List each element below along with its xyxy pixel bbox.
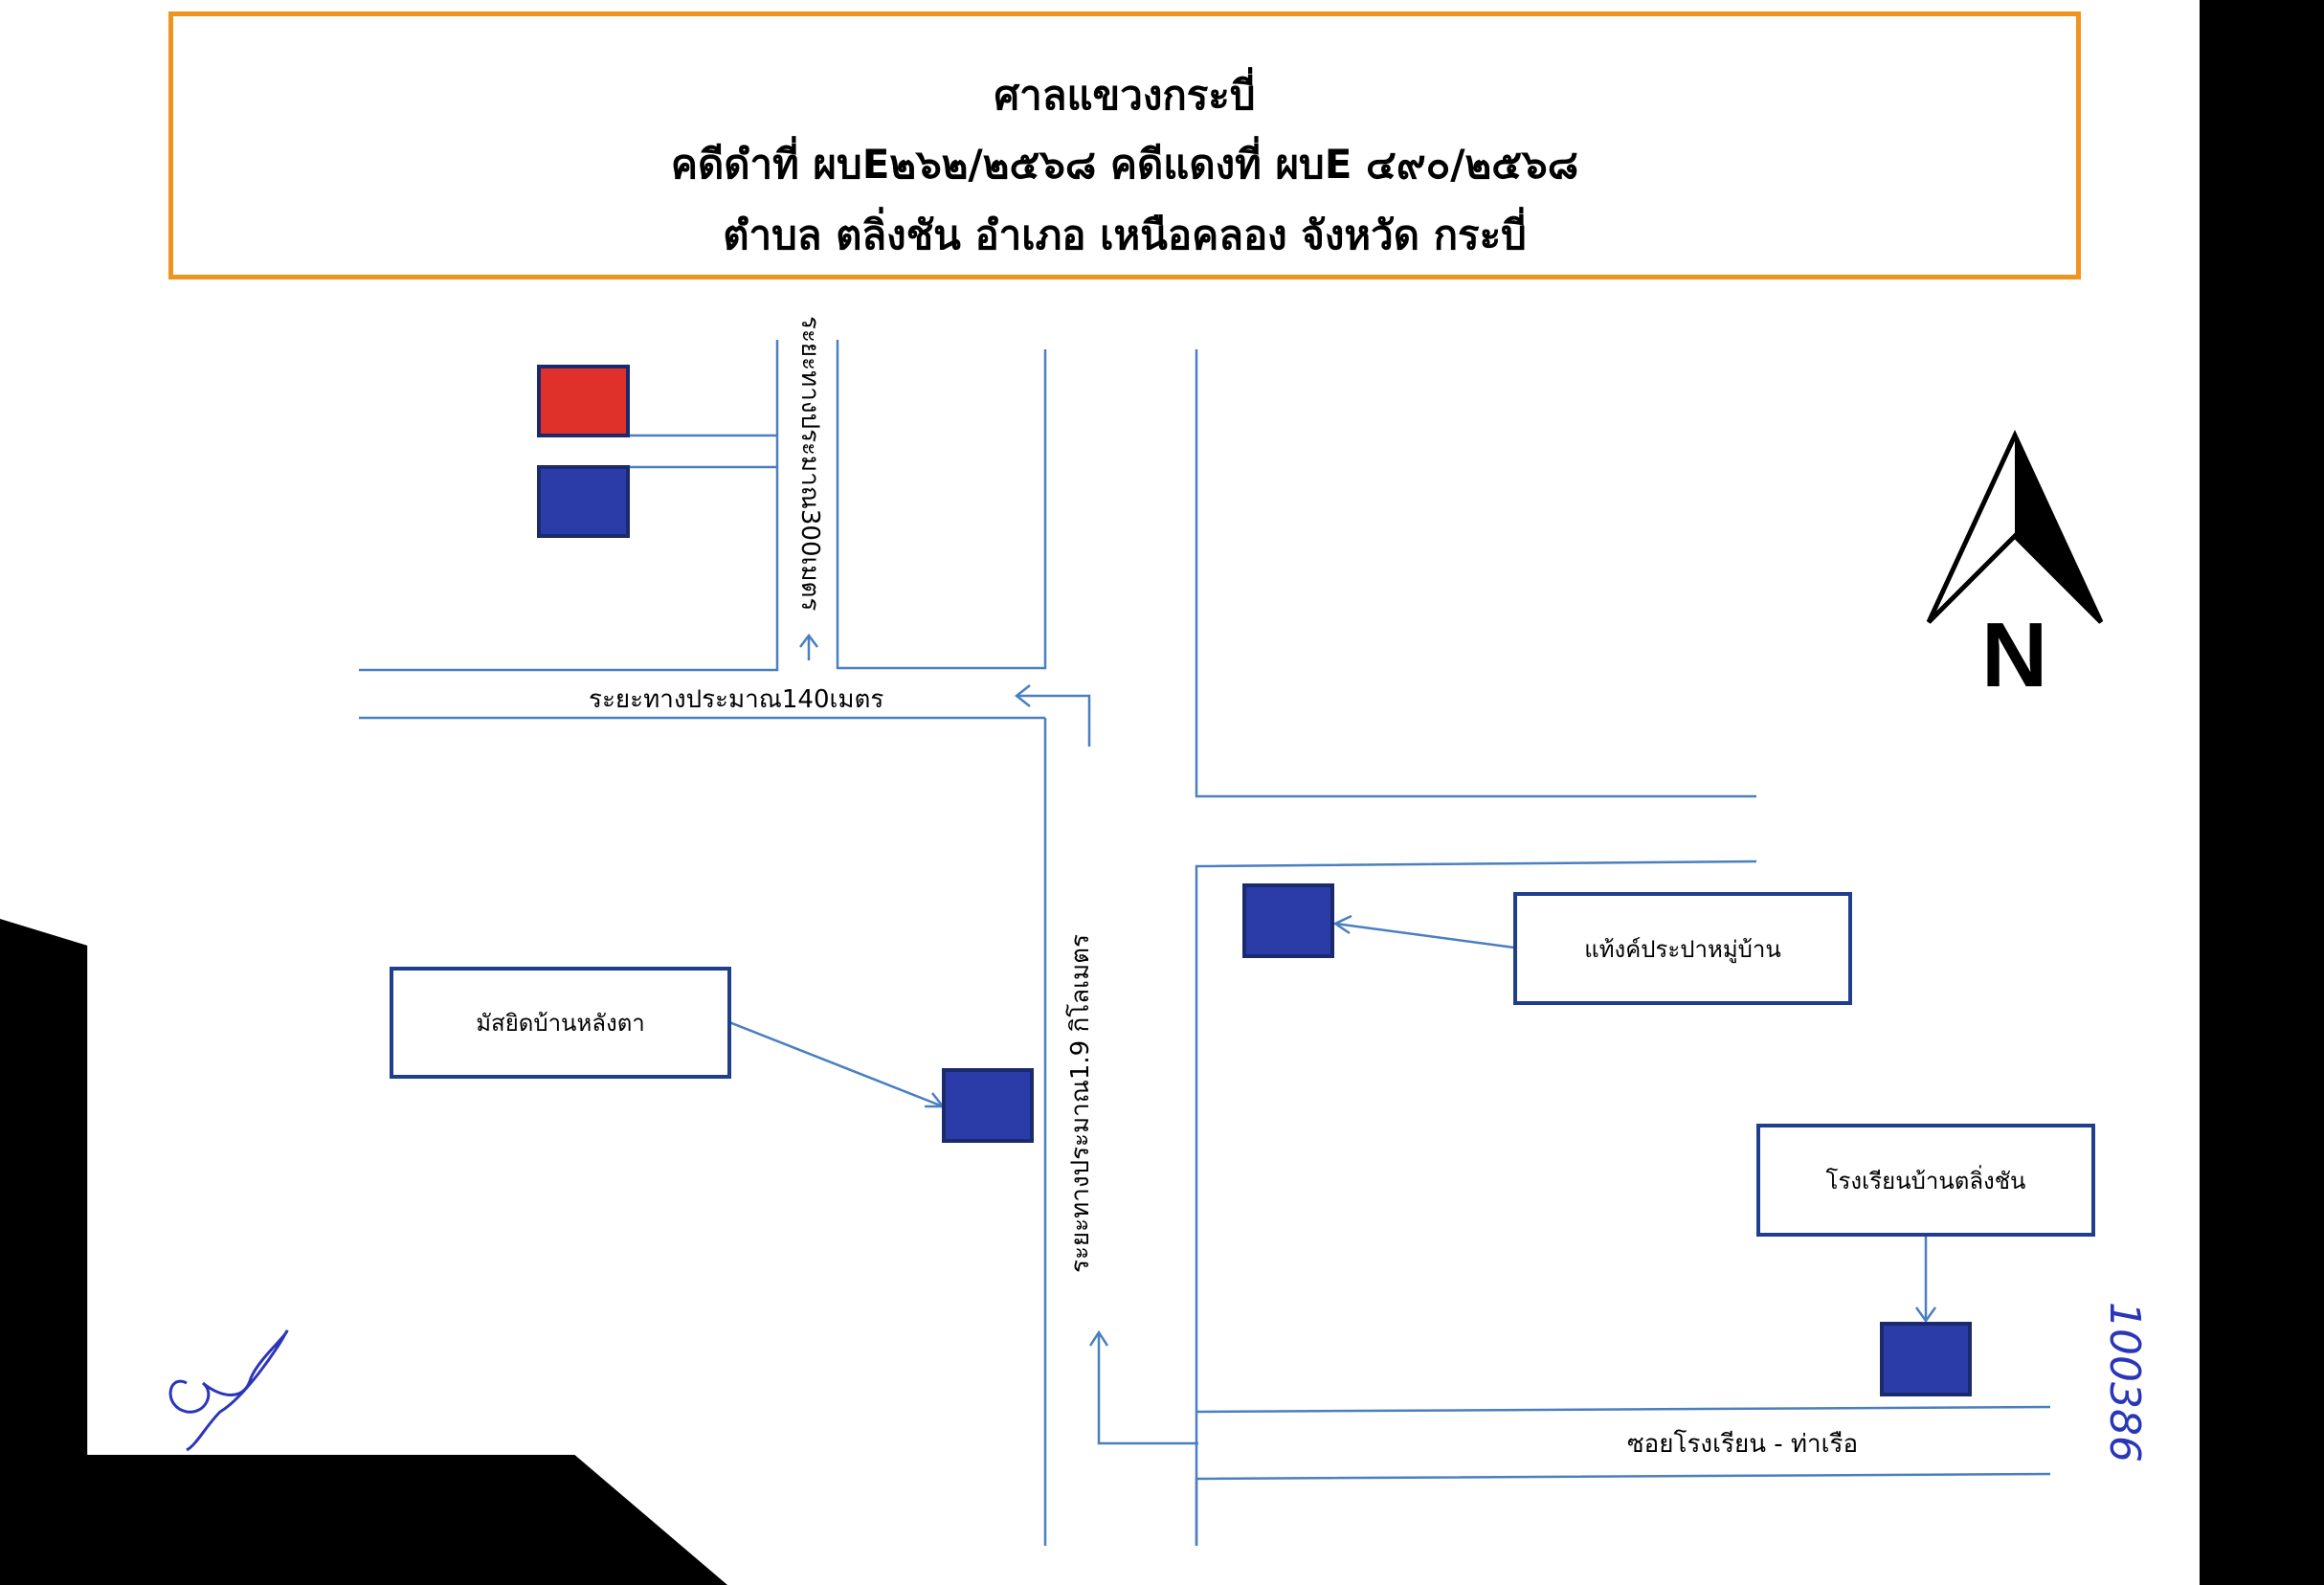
mosque-label-box: มัสยิดบ้านหลังตา [390, 967, 731, 1079]
school-building [1880, 1322, 1972, 1396]
road-edge [1195, 1472, 2051, 1546]
north-arrow-fill [2015, 435, 2101, 622]
road-edge [359, 340, 779, 672]
route-arrow-head [799, 633, 818, 648]
pointer-line [1334, 922, 1515, 949]
route-arrow-head [1014, 684, 1031, 707]
location-line: ตำบล ตลิ่งชัน อำเภอ เหนือคลอง จังหวัด กร… [723, 212, 1527, 258]
court-name: ศาลแขวงกระบี่ [994, 72, 1256, 119]
school-label-box: โรงเรียนบ้านตลิ่งชัน [1756, 1124, 2095, 1237]
route-arrow-line [1017, 694, 1091, 747]
handwritten-page-number: 100386 [2100, 1302, 2149, 1462]
distance-label-140m: ระยะทางประมาณ140เมตร [589, 685, 884, 714]
route-arrow-head [1088, 1329, 1109, 1347]
pointer-head [1332, 914, 1352, 935]
pointer-head [1914, 1306, 1937, 1324]
case-numbers: คดีดำที่ ผบE๒๖๒/๒๕๖๘ คดีแดงที่ ผบE ๔๙๐/๒… [670, 141, 1579, 188]
building-blue [537, 465, 630, 538]
north-label: N [1981, 604, 2048, 706]
mosque-building [942, 1068, 1034, 1143]
distance-label-300m: ระยะทางประมาณ300เมตร [795, 316, 824, 612]
road-edge [1195, 859, 1757, 1546]
water-tank-label-box: แท้งค์ประปาหมู่บ้าน [1513, 892, 1852, 1005]
road-edge [836, 340, 1047, 670]
scan-edge-right [2200, 0, 2324, 1585]
target-house-red [537, 365, 630, 437]
distance-label-1-9km: ระยะทางประมาณ1.9 กิโลเมตร [1066, 934, 1095, 1273]
road-edge [1195, 349, 1756, 798]
road-edge [1196, 1405, 2051, 1414]
water-tank-building [1242, 883, 1334, 958]
case-header: ศาลแขวงกระบี่ คดีดำที่ ผบE๒๖๒/๒๕๖๘ คดีแด… [168, 11, 2081, 279]
route-arrow-line [1097, 1332, 1198, 1445]
pointer-line [728, 1020, 944, 1108]
road-name-label: ซอยโรงเรียน - ท่าเรือ [1627, 1430, 1859, 1459]
signature-mark [168, 1329, 289, 1452]
